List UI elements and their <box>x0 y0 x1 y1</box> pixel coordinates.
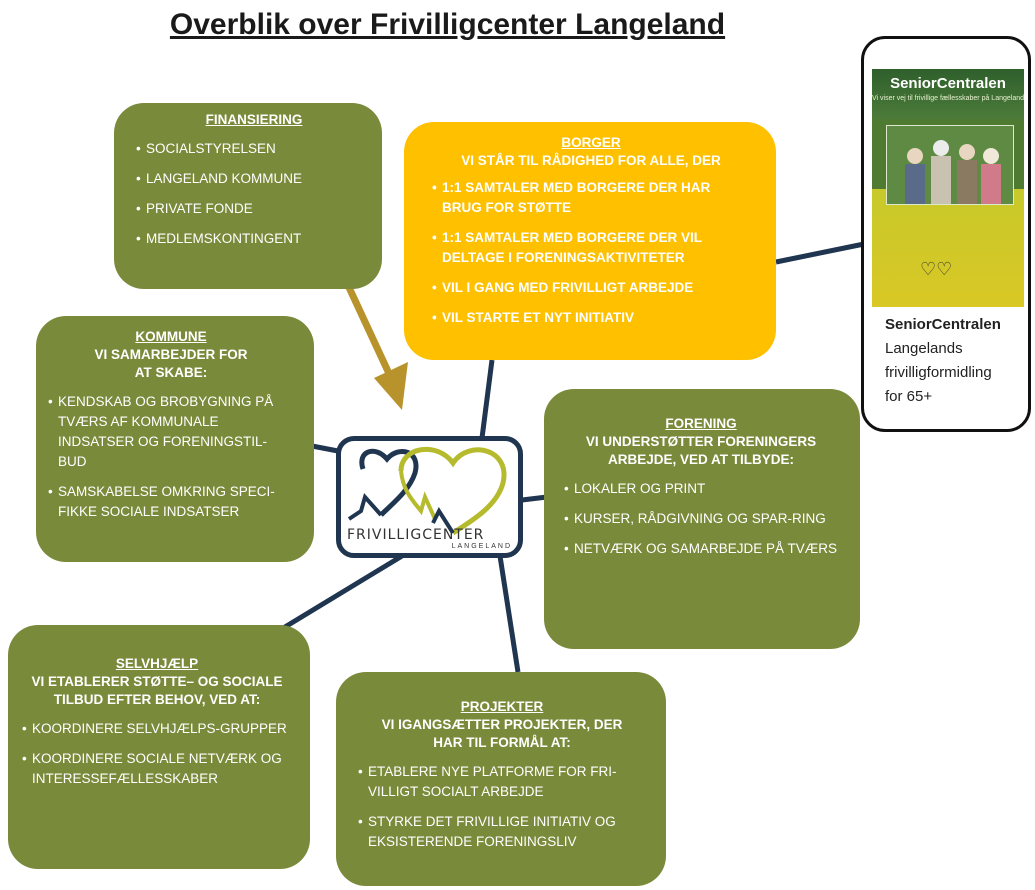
finansiering-box: FINANSIERING SOCIALSTYRELSEN LANGELAND K… <box>114 103 382 289</box>
list-item: KURSER, RÅDGIVNING OG SPAR-RING <box>564 509 838 529</box>
mini-heart-icon: ♡♡ <box>920 259 953 279</box>
list-item: ETABLERE NYE PLATFORME FOR FRI-VILLIGT S… <box>358 762 646 802</box>
list-item: PRIVATE FONDE <box>136 199 372 219</box>
list-item: VIL STARTE ET NYT INITIATIV <box>432 308 750 328</box>
logo-sub: LANGELAND <box>451 543 512 550</box>
seniorcentralen-line1: Langelands <box>885 340 963 357</box>
selvhjaelp-subheader: VI ETABLERER STØTTE– OG SOCIALE TILBUD E… <box>31 674 283 707</box>
list-item: NETVÆRK OG SAMARBEJDE PÅ TVÆRS <box>564 539 838 559</box>
list-item: KOORDINERE SELVHJÆLPS-GRUPPER <box>22 719 292 739</box>
list-item: KENDSKAB OG BROBYGNING PÅ TVÆRS AF KOMMU… <box>48 392 294 472</box>
seniorcentralen-line2: frivilligformidling <box>885 364 992 381</box>
list-item: 1:1 SAMTALER MED BORGERE DER HAR BRUG FO… <box>432 178 750 218</box>
frivilligcenter-logo: FRIVILLIGCENTER LANGELAND <box>336 436 523 558</box>
kommune-header: KOMMUNE <box>135 329 207 344</box>
list-item: SOCIALSTYRELSEN <box>136 139 372 159</box>
finansiering-header: FINANSIERING <box>205 112 303 127</box>
borger-box: BORGER VI STÅR TIL RÅDIGHED FOR ALLE, DE… <box>404 122 776 360</box>
funding-arrow-head <box>374 362 408 410</box>
seniorcentralen-panel: SeniorCentralen Vi viser vej til frivill… <box>861 36 1031 432</box>
kommune-subheader: VI SAMARBEJDER FOR AT SKABE: <box>94 347 248 380</box>
selvhjaelp-box: SELVHJÆLP VI ETABLERER STØTTE– OG SOCIAL… <box>8 625 310 869</box>
forening-box: FORENING VI UNDERSTØTTER FORENINGERS ARB… <box>544 389 860 649</box>
seniorcentralen-line3: for 65+ <box>885 388 933 405</box>
seniorcentralen-cover-image: SeniorCentralen Vi viser vej til frivill… <box>872 69 1024 307</box>
connector-seniorcentralen <box>775 241 865 265</box>
borger-header: BORGER <box>561 135 621 150</box>
projekter-box: PROJEKTER VI IGANGSÆTTER PROJEKTER, DER … <box>336 672 666 886</box>
seniors-photo <box>886 125 1014 205</box>
connector-borger <box>479 359 495 439</box>
seniorcentralen-caption: SeniorCentralen Langelands frivilligform… <box>885 313 1001 409</box>
cover-tagline: Vi viser vej til frivillige fællesskaber… <box>872 95 1024 102</box>
connector-forening <box>521 494 548 503</box>
list-item: SAMSKABELSE OMKRING SPECI-FIKKE SOCIALE … <box>48 482 294 522</box>
list-item: STYRKE DET FRIVILLIGE INITIATIV OG EKSIS… <box>358 812 646 852</box>
seniorcentralen-title: SeniorCentralen <box>885 316 1001 333</box>
connector-projekter <box>497 555 521 673</box>
forening-header: FORENING <box>665 416 737 431</box>
list-item: VIL I GANG MED FRIVILLIGT ARBEJDE <box>432 278 750 298</box>
list-item: LOKALER OG PRINT <box>564 479 838 499</box>
logo-name: FRIVILLIGCENTER <box>347 527 485 543</box>
forening-subheader: VI UNDERSTØTTER FORENINGERS ARBEJDE, VED… <box>585 434 817 467</box>
page-title: Overblik over Frivilligcenter Langeland <box>169 8 726 41</box>
list-item: KOORDINERE SOCIALE NETVÆRK OG INTERESSEF… <box>22 749 292 789</box>
projekter-subheader: VI IGANGSÆTTER PROJEKTER, DER HAR TIL FO… <box>381 717 623 750</box>
cover-brand: SeniorCentralen <box>890 75 1006 92</box>
hearts-logo-icon <box>347 446 507 536</box>
borger-subheader: VI STÅR TIL RÅDIGHED FOR ALLE, DER <box>461 153 721 168</box>
selvhjaelp-header: SELVHJÆLP <box>115 656 199 671</box>
projekter-header: PROJEKTER <box>460 699 544 714</box>
connector-selvhjaelp <box>278 553 404 633</box>
list-item: LANGELAND KOMMUNE <box>136 169 372 189</box>
list-item: MEDLEMSKONTINGENT <box>136 229 372 249</box>
kommune-box: KOMMUNE VI SAMARBEJDER FOR AT SKABE: KEN… <box>36 316 314 562</box>
list-item: 1:1 SAMTALER MED BORGERE DER VIL DELTAGE… <box>432 228 750 268</box>
connector-kommune <box>311 443 339 454</box>
